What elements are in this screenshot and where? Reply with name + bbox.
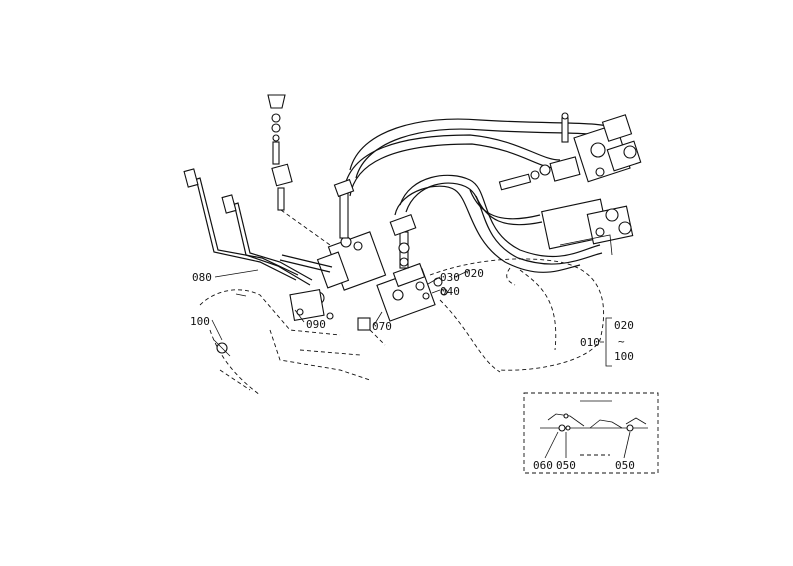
control-valve xyxy=(316,178,387,291)
tractor-body-outline xyxy=(429,258,604,373)
inset-callout-050-right: 050 xyxy=(615,459,635,472)
exploded-fitting-stack xyxy=(267,94,331,246)
left-body-outline xyxy=(199,289,371,396)
coupler-block xyxy=(541,198,634,256)
range-tilde: ~ xyxy=(618,335,625,348)
callout-080: 080 xyxy=(192,271,212,284)
hydraulic-hoses xyxy=(343,118,621,273)
callout-100: 100 xyxy=(190,315,210,328)
inset-detail xyxy=(523,392,659,474)
flow-divider-block xyxy=(376,213,436,322)
lever-bracket xyxy=(289,288,386,346)
upper-valve-assembly xyxy=(498,112,642,191)
inset-callout-050-left: 050 xyxy=(556,459,576,472)
callout-030: 030 xyxy=(440,271,460,284)
callout-040: 040 xyxy=(440,285,460,298)
range-start-label: 010 xyxy=(580,336,600,349)
range-top-label: 020 xyxy=(614,319,634,332)
range-bottom-label: 100 xyxy=(614,350,634,363)
leader-lines xyxy=(211,269,471,341)
range-bracket xyxy=(600,317,612,367)
callout-020: 020 xyxy=(464,267,484,280)
callout-070: 070 xyxy=(372,320,392,333)
callout-090: 090 xyxy=(306,318,326,331)
control-levers xyxy=(183,168,333,307)
inset-callout-060: 060 xyxy=(533,459,553,472)
